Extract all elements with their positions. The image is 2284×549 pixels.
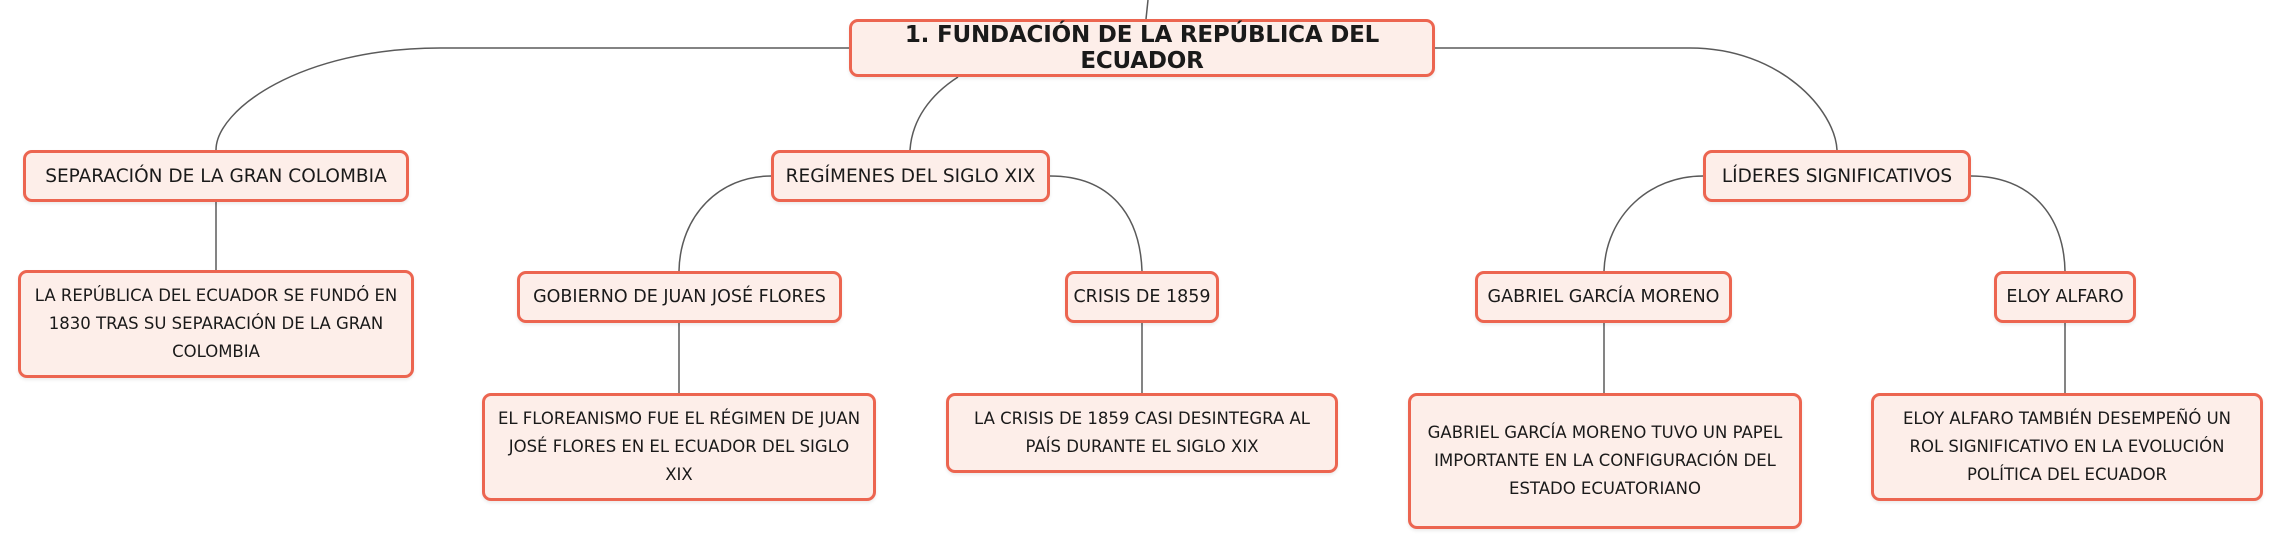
detail-gabriel-garcia-moreno[interactable]: GABRIEL GARCÍA MORENO TUVO UN PAPEL IMPO… [1408, 393, 1802, 529]
topic-label: SEPARACIÓN DE LA GRAN COLOMBIA [45, 165, 387, 187]
root-topic[interactable]: 1. FUNDACIÓN DE LA REPÚBLICA DEL ECUADOR [849, 19, 1435, 77]
connector-regimenes-gobierno [678, 175, 772, 272]
detail-gobierno-juan-jose-flores[interactable]: EL FLOREANISMO FUE EL RÉGIMEN DE JUAN JO… [482, 393, 876, 501]
topic-label: LÍDERES SIGNIFICATIVOS [1721, 165, 1953, 187]
connector-regimenes-crisis [1049, 175, 1143, 272]
topic-regimenes-siglo-xix[interactable]: REGÍMENES DEL SIGLO XIX [771, 150, 1050, 202]
detail-text: EL FLOREANISMO FUE EL RÉGIMEN DE JUAN JO… [497, 409, 861, 484]
subtopic-gabriel-garcia-moreno[interactable]: GABRIEL GARCÍA MORENO [1475, 271, 1732, 323]
detail-separacion-gran-colombia[interactable]: LA REPÚBLICA DEL ECUADOR SE FUNDÓ EN 183… [18, 270, 414, 378]
detail-text: ELOY ALFARO TAMBIÉN DESEMPEÑÓ UN ROL SIG… [1902, 409, 2232, 484]
detail-text: LA REPÚBLICA DEL ECUADOR SE FUNDÓ EN 183… [34, 286, 398, 361]
subtopic-label: ELOY ALFARO [2006, 287, 2124, 307]
topic-separacion-gran-colombia[interactable]: SEPARACIÓN DE LA GRAN COLOMBIA [23, 150, 409, 202]
subtopic-label: GOBIERNO DE JUAN JOSÉ FLORES [533, 287, 826, 307]
root-topic-label: 1. FUNDACIÓN DE LA REPÚBLICA DEL ECUADOR [904, 22, 1380, 74]
connector-root-lideres [1435, 47, 1838, 151]
connector-root-regimenes [909, 76, 959, 151]
subtopic-crisis-1859[interactable]: CRISIS DE 1859 [1065, 271, 1219, 323]
connector-root-top [1145, 0, 1149, 20]
topic-lideres-significativos[interactable]: LÍDERES SIGNIFICATIVOS [1703, 150, 1971, 202]
subtopic-label: CRISIS DE 1859 [1073, 287, 1211, 307]
detail-text: GABRIEL GARCÍA MORENO TUVO UN PAPEL IMPO… [1427, 423, 1783, 498]
detail-crisis-1859[interactable]: LA CRISIS DE 1859 CASI DESINTEGRA AL PAÍ… [946, 393, 1338, 473]
subtopic-eloy-alfaro[interactable]: ELOY ALFARO [1994, 271, 2136, 323]
detail-eloy-alfaro[interactable]: ELOY ALFARO TAMBIÉN DESEMPEÑÓ UN ROL SIG… [1871, 393, 2263, 501]
connector-lideres-garcia [1603, 175, 1704, 272]
subtopic-label: GABRIEL GARCÍA MORENO [1487, 287, 1720, 307]
detail-text: LA CRISIS DE 1859 CASI DESINTEGRA AL PAÍ… [974, 409, 1310, 456]
topic-label: REGÍMENES DEL SIGLO XIX [785, 165, 1036, 187]
connector-root-separacion [215, 47, 849, 151]
subtopic-gobierno-juan-jose-flores[interactable]: GOBIERNO DE JUAN JOSÉ FLORES [517, 271, 842, 323]
connector-lideres-eloy [1970, 175, 2066, 272]
